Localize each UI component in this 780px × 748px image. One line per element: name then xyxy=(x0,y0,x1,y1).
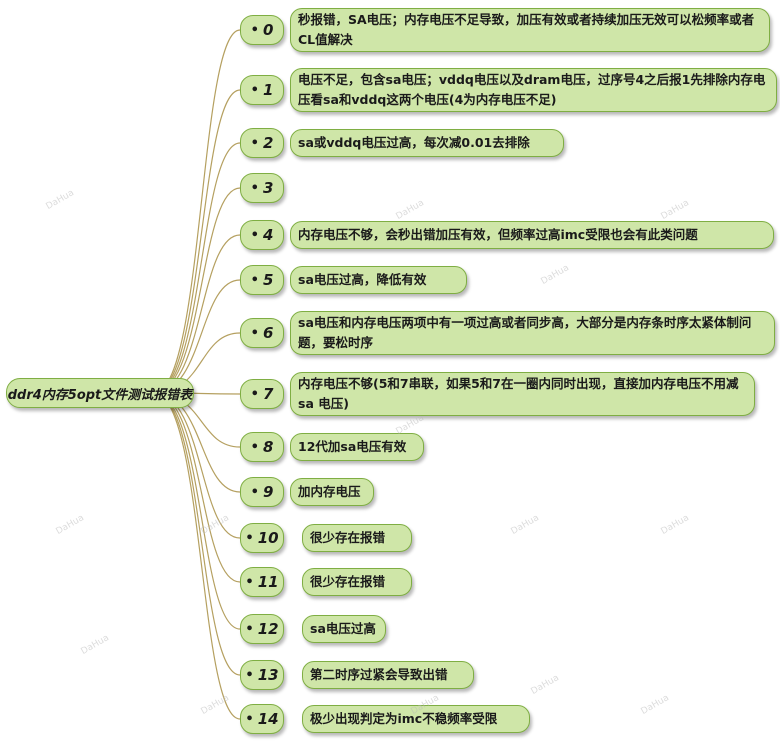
item-number-node[interactable]: •5 xyxy=(240,265,284,295)
item-description-node[interactable]: sa或vddq电压过高，每次减0.01去排除 xyxy=(290,129,564,157)
bullet-icon: • xyxy=(250,22,259,38)
item-number-node[interactable]: •6 xyxy=(240,318,284,348)
connector-line xyxy=(153,89,241,394)
item-number-node[interactable]: •8 xyxy=(240,432,284,462)
bullet-icon: • xyxy=(250,439,259,455)
item-number: 12 xyxy=(257,620,279,638)
item-number-node[interactable]: •9 xyxy=(240,477,284,507)
item-number: 1 xyxy=(262,81,274,99)
item-number-node[interactable]: •12 xyxy=(240,614,284,644)
root-node[interactable]: ddr4内存5opt文件测试报错表 xyxy=(6,378,194,408)
item-description-node[interactable]: sa电压过高，降低有效 xyxy=(290,266,467,294)
bullet-icon: • xyxy=(250,484,259,500)
item-description-node[interactable]: 12代加sa电压有效 xyxy=(290,433,424,461)
bullet-icon: • xyxy=(245,711,254,727)
bullet-icon: • xyxy=(245,621,254,637)
item-description: 秒报错，SA电压；内存电压不足导致，加压有效或者持续加压无效可以松频率或者CL值… xyxy=(298,12,755,47)
item-number-node[interactable]: •0 xyxy=(240,15,284,45)
item-description: 内存电压不够，会秒出错加压有效，但频率过高imc受限也会有此类问题 xyxy=(298,227,698,242)
item-number: 3 xyxy=(262,179,274,197)
item-number-node[interactable]: •4 xyxy=(240,220,284,250)
item-description: 很少存在报错 xyxy=(310,530,386,545)
item-number-node[interactable]: •14 xyxy=(240,704,284,734)
bullet-icon: • xyxy=(245,574,254,590)
item-description-node[interactable]: 加内存电压 xyxy=(290,478,374,506)
item-number: 0 xyxy=(262,21,274,39)
item-description: 极少出现判定为imc不稳频率受限 xyxy=(310,711,498,726)
bullet-icon: • xyxy=(250,180,259,196)
item-number: 13 xyxy=(257,666,279,684)
item-description-node[interactable]: 第二时序过紧会导致出错 xyxy=(302,661,474,689)
connector-line xyxy=(153,279,241,394)
item-number-node[interactable]: •3 xyxy=(240,173,284,203)
item-description-node[interactable]: 很少存在报错 xyxy=(302,568,412,596)
item-number-node[interactable]: •1 xyxy=(240,75,284,105)
item-description-node[interactable]: 内存电压不够，会秒出错加压有效，但频率过高imc受限也会有此类问题 xyxy=(290,221,774,249)
bullet-icon: • xyxy=(250,82,259,98)
bullet-icon: • xyxy=(250,386,259,402)
item-description: sa电压过高，降低有效 xyxy=(298,272,427,287)
item-number: 5 xyxy=(262,271,274,289)
item-number: 14 xyxy=(257,710,279,728)
root-label: ddr4内存5opt文件测试报错表 xyxy=(7,387,193,403)
item-number-node[interactable]: •2 xyxy=(240,128,284,158)
item-number: 6 xyxy=(262,324,274,342)
item-description: 加内存电压 xyxy=(298,484,361,499)
bullet-icon: • xyxy=(250,227,259,243)
item-description-node[interactable]: 内存电压不够(5和7串联，如果5和7在一圈内同时出现，直接加内存电压不用减sa … xyxy=(290,372,755,416)
connector-line xyxy=(153,392,241,720)
item-description: sa或vddq电压过高，每次减0.01去排除 xyxy=(298,135,530,150)
item-description-node[interactable]: 很少存在报错 xyxy=(302,524,412,552)
connector-line xyxy=(153,29,241,394)
item-description: 很少存在报错 xyxy=(310,574,386,589)
item-description-node[interactable]: sa电压和内存电压两项中有一项过高或者同步高，大部分是内存条时序太紧体制问题，要… xyxy=(290,311,775,355)
item-description-node[interactable]: 极少出现判定为imc不稳频率受限 xyxy=(302,705,530,733)
bullet-icon: • xyxy=(250,325,259,341)
item-number-node[interactable]: •13 xyxy=(240,660,284,690)
item-description-node[interactable]: 秒报错，SA电压；内存电压不足导致，加压有效或者持续加压无效可以松频率或者CL值… xyxy=(290,8,770,52)
item-description: 电压不足，包含sa电压；vddq电压以及dram电压，过序号4之后报1先排除内存… xyxy=(298,72,766,107)
bullet-icon: • xyxy=(245,667,254,683)
item-description: 第二时序过紧会导致出错 xyxy=(310,667,448,682)
bullet-icon: • xyxy=(245,530,254,546)
item-number: 8 xyxy=(262,438,274,456)
connector-line xyxy=(153,234,241,394)
bullet-icon: • xyxy=(250,272,259,288)
item-description: sa电压和内存电压两项中有一项过高或者同步高，大部分是内存条时序太紧体制问题，要… xyxy=(298,315,752,350)
item-number: 9 xyxy=(262,483,274,501)
item-number: 7 xyxy=(262,385,274,403)
item-description: 12代加sa电压有效 xyxy=(298,439,407,454)
item-number: 2 xyxy=(262,134,274,152)
item-description-node[interactable]: sa电压过高 xyxy=(302,615,386,643)
bullet-icon: • xyxy=(250,135,259,151)
item-number: 4 xyxy=(262,226,274,244)
item-description-node[interactable]: 电压不足，包含sa电压；vddq电压以及dram电压，过序号4之后报1先排除内存… xyxy=(290,68,777,112)
item-description: 内存电压不够(5和7串联，如果5和7在一圈内同时出现，直接加内存电压不用减sa … xyxy=(298,376,739,411)
item-number: 11 xyxy=(257,573,279,591)
item-number-node[interactable]: •11 xyxy=(240,567,284,597)
item-description: sa电压过高 xyxy=(310,621,376,636)
item-number-node[interactable]: •7 xyxy=(240,379,284,409)
item-number: 10 xyxy=(257,529,279,547)
item-number-node[interactable]: •10 xyxy=(240,523,284,553)
